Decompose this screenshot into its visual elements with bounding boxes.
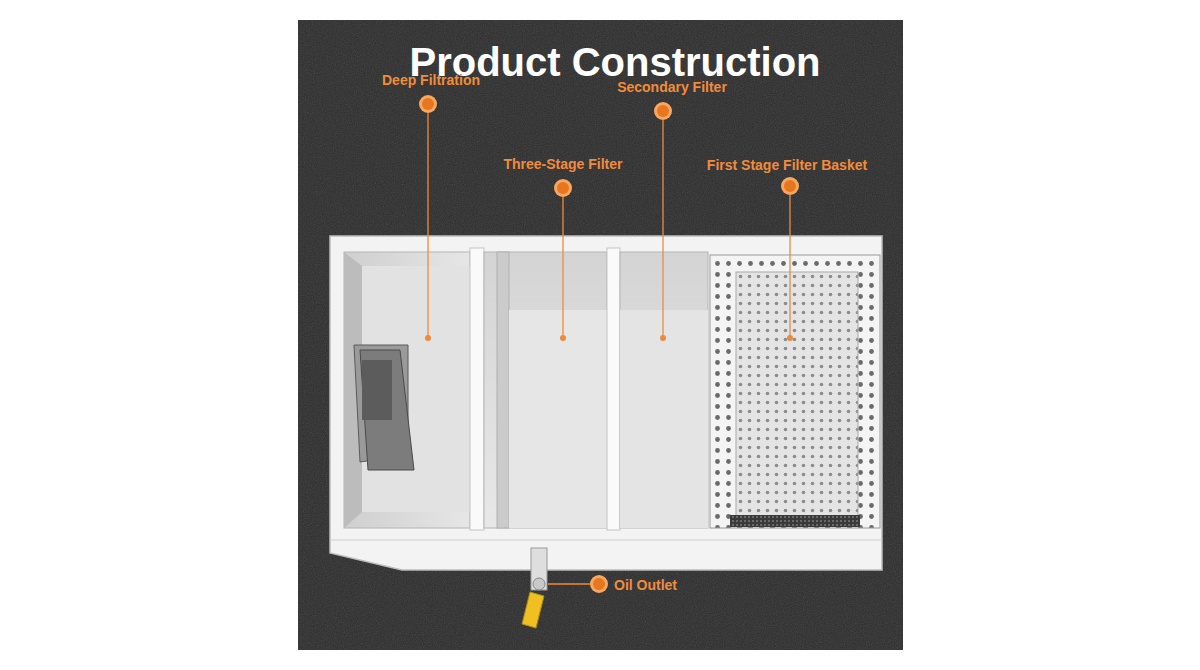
leader-line bbox=[662, 120, 663, 338]
marker-halo bbox=[590, 575, 608, 593]
valve-nut bbox=[533, 578, 545, 590]
marker-dot bbox=[657, 105, 669, 117]
housing bbox=[330, 236, 882, 570]
basket-back bbox=[736, 272, 858, 516]
callout-label: Oil Outlet bbox=[614, 577, 677, 594]
filter-basket bbox=[710, 255, 880, 528]
divider-wall bbox=[470, 248, 484, 530]
valve-body bbox=[531, 548, 547, 590]
marker-halo bbox=[554, 179, 572, 197]
marker-halo bbox=[419, 95, 437, 113]
callout-label: Three-Stage Filter bbox=[503, 156, 622, 173]
leader-end bbox=[660, 335, 666, 341]
background-panel bbox=[298, 20, 903, 650]
leader-end bbox=[425, 335, 431, 341]
marker-halo bbox=[781, 177, 799, 195]
compartment bbox=[484, 252, 607, 528]
background-texture bbox=[298, 20, 903, 650]
leader-line bbox=[789, 195, 790, 338]
callout-label: Deep Filtration bbox=[382, 72, 480, 89]
marker-halo bbox=[654, 102, 672, 120]
leader-line bbox=[427, 113, 428, 338]
marker-dot bbox=[593, 578, 605, 590]
basket-mesh bbox=[730, 515, 860, 527]
baffle-box-front bbox=[360, 350, 414, 470]
leader-line bbox=[562, 197, 563, 338]
compartment-back bbox=[620, 310, 708, 528]
baffle-opening bbox=[362, 360, 392, 420]
marker-dot bbox=[422, 98, 434, 110]
leader-end bbox=[560, 335, 566, 341]
housing-edge bbox=[330, 540, 882, 541]
divider-wall bbox=[607, 248, 620, 530]
compartment-back bbox=[362, 266, 470, 512]
compartment bbox=[620, 252, 708, 528]
valve-handle bbox=[522, 592, 544, 628]
marker-dot bbox=[557, 182, 569, 194]
callout-label: First Stage Filter Basket bbox=[707, 157, 867, 174]
leader-line bbox=[548, 583, 590, 584]
filter-plate bbox=[497, 252, 509, 528]
leader-lines bbox=[428, 113, 790, 584]
leader-end bbox=[787, 335, 793, 341]
callout-label: Secondary Filter bbox=[617, 79, 727, 96]
compartment-back bbox=[509, 310, 607, 528]
compartment bbox=[344, 252, 470, 528]
marker-dot bbox=[784, 180, 796, 192]
